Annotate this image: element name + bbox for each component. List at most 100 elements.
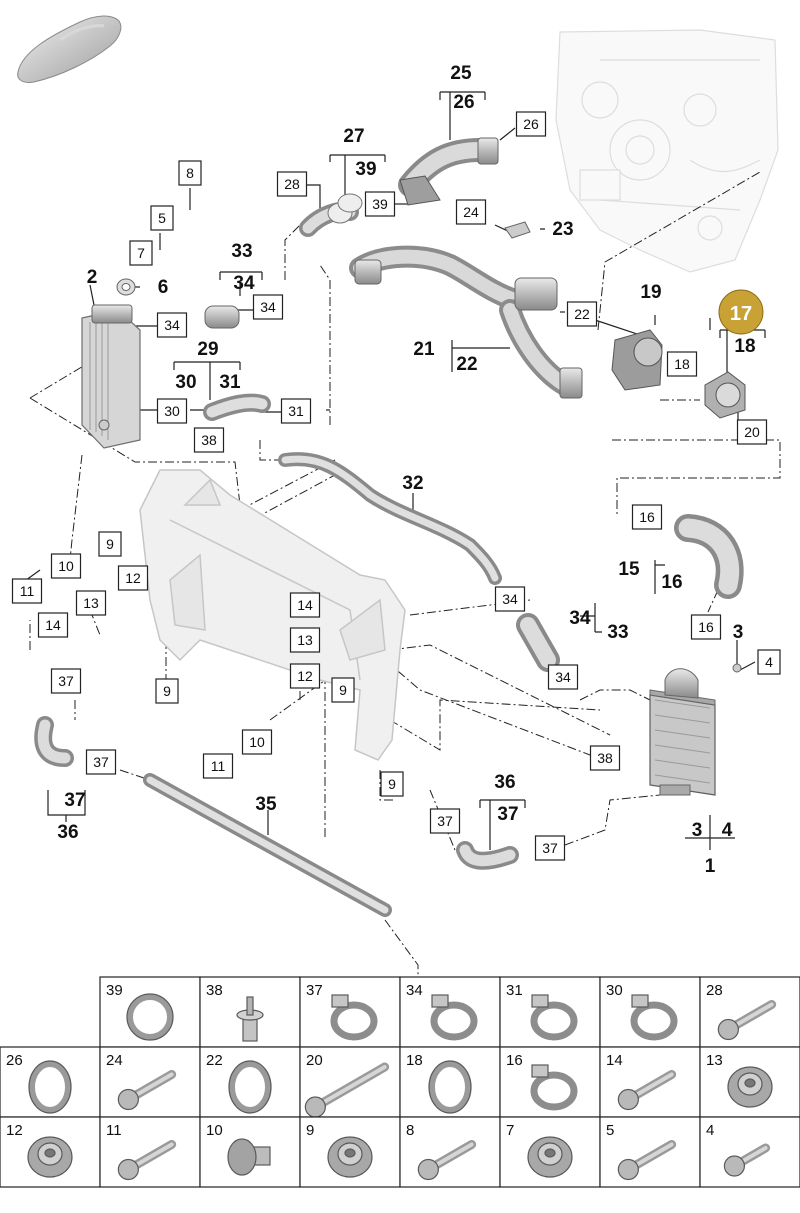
callout-number-22[interactable]: 22 [456,354,477,375]
callout-number-30[interactable]: 30 [175,372,196,393]
callout-box-30[interactable]: 30 [156,398,188,424]
callout-box-8[interactable]: 8 [178,160,202,186]
callout-box-11[interactable]: 11 [11,578,43,604]
callout-number-34[interactable]: 34 [569,608,591,629]
callout-box-9[interactable]: 9 [331,677,355,703]
callout-box-9[interactable]: 9 [98,531,122,557]
callout-number-3[interactable]: 3 [692,820,703,841]
callout-box-20[interactable]: 20 [736,419,768,445]
callout-number-34[interactable]: 34 [233,273,255,294]
parts-table-number: 37 [306,982,323,999]
callout-number-33[interactable]: 33 [607,622,628,643]
callout-box-34[interactable]: 34 [547,664,579,690]
hose-clamp-icon [530,994,578,1041]
callout-box-37[interactable]: 37 [50,668,82,694]
callout-box-39[interactable]: 39 [364,191,396,217]
callout-number-15[interactable]: 15 [618,559,640,580]
callout-number-35[interactable]: 35 [255,794,277,815]
parts-table-cell-12[interactable]: 12 [0,1116,101,1188]
callout-box-37[interactable]: 37 [534,835,566,861]
parts-table-cell-26[interactable]: 26 [0,1046,101,1118]
callout-number-39[interactable]: 39 [355,159,376,180]
callout-box-18[interactable]: 18 [666,351,698,377]
callout-box-22[interactable]: 22 [566,301,598,327]
callout-number-16[interactable]: 16 [661,572,682,593]
parts-table-cell-18[interactable]: 18 [399,1046,501,1118]
callout-number-3[interactable]: 3 [733,622,744,643]
seal-ring-icon [428,1060,472,1114]
callout-box-14[interactable]: 14 [37,612,69,638]
callout-number-25[interactable]: 25 [450,63,472,84]
callout-box-label: 28 [284,176,300,192]
parts-table-cell-4[interactable]: 4 [699,1116,800,1188]
parts-table-cell-8[interactable]: 8 [399,1116,501,1188]
callout-number-19[interactable]: 19 [640,282,661,303]
parts-table-cell-31[interactable]: 31 [499,976,601,1048]
parts-table-cell-13[interactable]: 13 [699,1046,800,1118]
callout-box-10[interactable]: 10 [50,553,82,579]
callout-number-37[interactable]: 37 [64,790,85,811]
callout-box-28[interactable]: 28 [276,171,308,197]
highlighted-callout[interactable]: 17 [718,289,764,335]
callout-box-26[interactable]: 26 [515,111,547,137]
parts-table-cell-20[interactable]: 20 [299,1046,401,1118]
callout-box-31[interactable]: 31 [280,398,312,424]
parts-table-cell-34[interactable]: 34 [399,976,501,1048]
parts-table-cell-38[interactable]: 38 [199,976,301,1048]
callout-box-34[interactable]: 34 [494,586,526,612]
parts-table-cell-24[interactable]: 24 [99,1046,201,1118]
callout-number-33[interactable]: 33 [231,241,252,262]
callout-box-14[interactable]: 14 [289,592,321,618]
callout-number-18[interactable]: 18 [734,336,755,357]
parts-table-cell-39[interactable]: 39 [99,976,201,1048]
callout-number-26[interactable]: 26 [453,92,474,113]
callout-box-label: 16 [639,509,655,525]
parts-table-cell-10[interactable]: 10 [199,1116,301,1188]
callout-number-36[interactable]: 36 [494,772,515,793]
callout-box-13[interactable]: 13 [75,590,107,616]
callout-box-7[interactable]: 7 [129,240,153,266]
callout-number-29[interactable]: 29 [197,339,218,360]
callout-box-37[interactable]: 37 [429,808,461,834]
callout-number-32[interactable]: 32 [402,473,423,494]
callout-number-4[interactable]: 4 [722,820,733,841]
callout-box-24[interactable]: 24 [455,199,487,225]
callout-box-9[interactable]: 9 [380,771,404,797]
callout-number-31[interactable]: 31 [219,372,241,393]
callout-box-38[interactable]: 38 [589,745,621,771]
parts-table-cell-28[interactable]: 28 [699,976,800,1048]
callout-box-12[interactable]: 12 [289,663,321,689]
parts-table-cell-30[interactable]: 30 [599,976,701,1048]
parts-table-cell-5[interactable]: 5 [599,1116,701,1188]
callout-number-1[interactable]: 1 [705,856,716,877]
callout-box-5[interactable]: 5 [150,205,174,231]
callout-number-37[interactable]: 37 [497,804,518,825]
callout-box-9[interactable]: 9 [155,678,179,704]
parts-table-cell-37[interactable]: 37 [299,976,401,1048]
callout-box-34[interactable]: 34 [156,312,188,338]
callout-box-12[interactable]: 12 [117,565,149,591]
callout-box-38[interactable]: 38 [193,427,225,453]
parts-table-cell-11[interactable]: 11 [99,1116,201,1188]
callout-box-16[interactable]: 16 [631,504,663,530]
parts-table-cell-14[interactable]: 14 [599,1046,701,1118]
callout-box-37[interactable]: 37 [85,749,117,775]
callout-box-34[interactable]: 34 [252,294,284,320]
parts-table-cell-9[interactable]: 9 [299,1116,401,1188]
callout-box-label: 30 [164,403,180,419]
callout-box-10[interactable]: 10 [241,729,273,755]
parts-table-cell-22[interactable]: 22 [199,1046,301,1118]
callout-number-6[interactable]: 6 [158,277,169,298]
parts-table-cell-16[interactable]: 16 [499,1046,601,1118]
callout-number-23[interactable]: 23 [552,219,573,240]
callout-box-11[interactable]: 11 [202,753,234,779]
callout-box-13[interactable]: 13 [289,627,321,653]
callout-number-36[interactable]: 36 [57,822,78,843]
parts-table-cell-7[interactable]: 7 [499,1116,601,1188]
callout-box-16[interactable]: 16 [690,614,722,640]
callout-box-4[interactable]: 4 [757,649,781,675]
callout-number-21[interactable]: 21 [413,339,435,360]
callout-number-27[interactable]: 27 [343,126,364,147]
callout-number-2[interactable]: 2 [87,267,98,288]
